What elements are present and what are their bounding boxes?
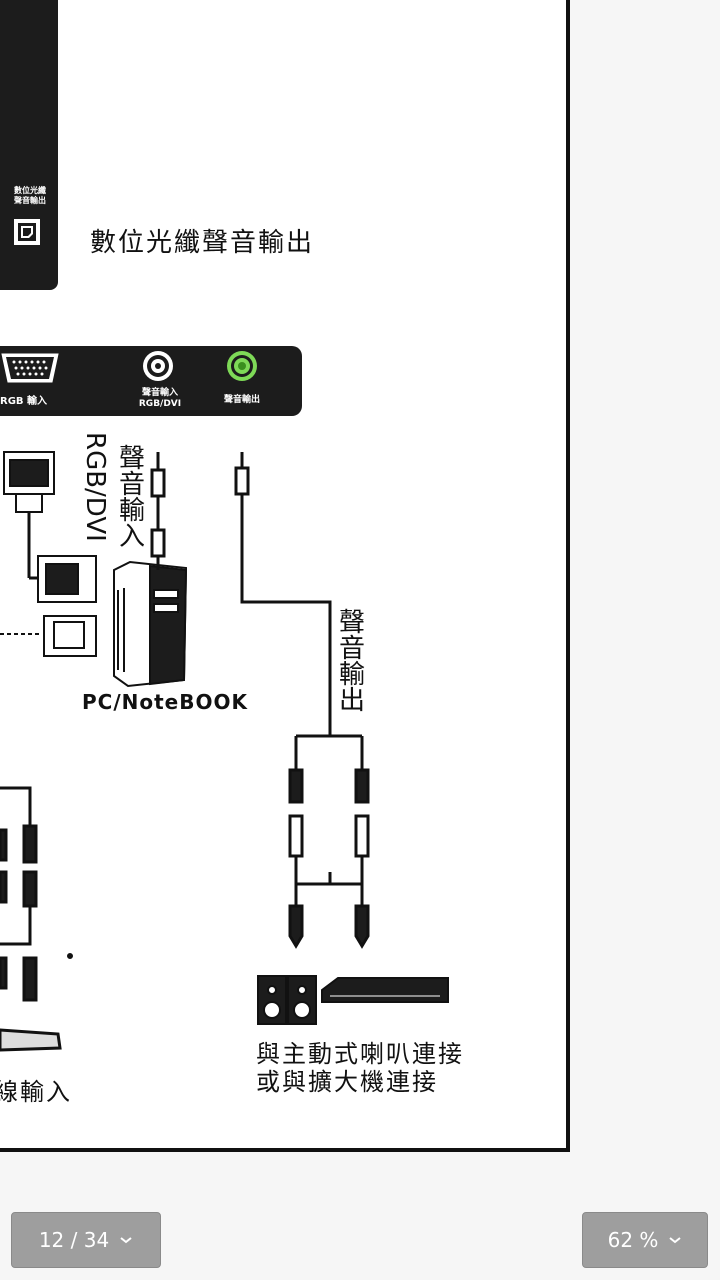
- left-cables-icon: [0, 786, 73, 1052]
- line-input-caption: 線輸入: [0, 1078, 72, 1106]
- zoom-indicator-text: 62 %: [607, 1228, 659, 1252]
- speaker-connection-caption: 與主動式喇叭連接 或與擴大機連接: [256, 1040, 464, 1096]
- chevron-down-icon: [120, 1237, 132, 1244]
- audio-out-cable-icon: [234, 452, 370, 949]
- amplifier-icon: [321, 977, 449, 1003]
- rgb-input-port-label: RGB 輸入: [0, 396, 48, 407]
- optical-out-tab-label: 數位光纖 聲音輸出: [14, 186, 46, 205]
- audio-out-port-label: 聲音輸出: [223, 395, 260, 405]
- audio-out-port-icon: [227, 351, 257, 381]
- vga-port-icon: [1, 353, 59, 383]
- audio-in-cable-icon: [150, 452, 166, 570]
- optical-out-caption: 數位光纖聲音輸出: [90, 228, 315, 258]
- pc-notebook-label: PC/NoteBOOK: [82, 690, 248, 714]
- pc-tower-icon: [113, 560, 188, 688]
- chevron-down-icon: [669, 1237, 682, 1244]
- rgb-dvi-vertical-label: RGB/DVI: [80, 432, 110, 542]
- audio-in-port-label: 聲音輸入 RGB/DVI: [138, 388, 182, 409]
- page-selector-button[interactable]: 12 / 34: [11, 1212, 161, 1268]
- page-indicator-text: 12 / 34: [38, 1228, 110, 1252]
- audio-out-vertical-label: 聲 音 輸 出: [338, 608, 365, 716]
- audio-in-vertical-label: 聲 音 輸 入: [118, 444, 145, 552]
- manual-page: 數位光纖 聲音輸出 數位光纖聲音輸出: [0, 0, 570, 1152]
- connection-diagram: [0, 351, 449, 1052]
- audio-in-port-icon: [143, 351, 173, 381]
- optical-port-icon: [14, 219, 40, 245]
- vga-cable-icon: [0, 451, 97, 657]
- zoom-selector-button[interactable]: 62 %: [582, 1212, 708, 1268]
- speakers-icon: [257, 975, 317, 1025]
